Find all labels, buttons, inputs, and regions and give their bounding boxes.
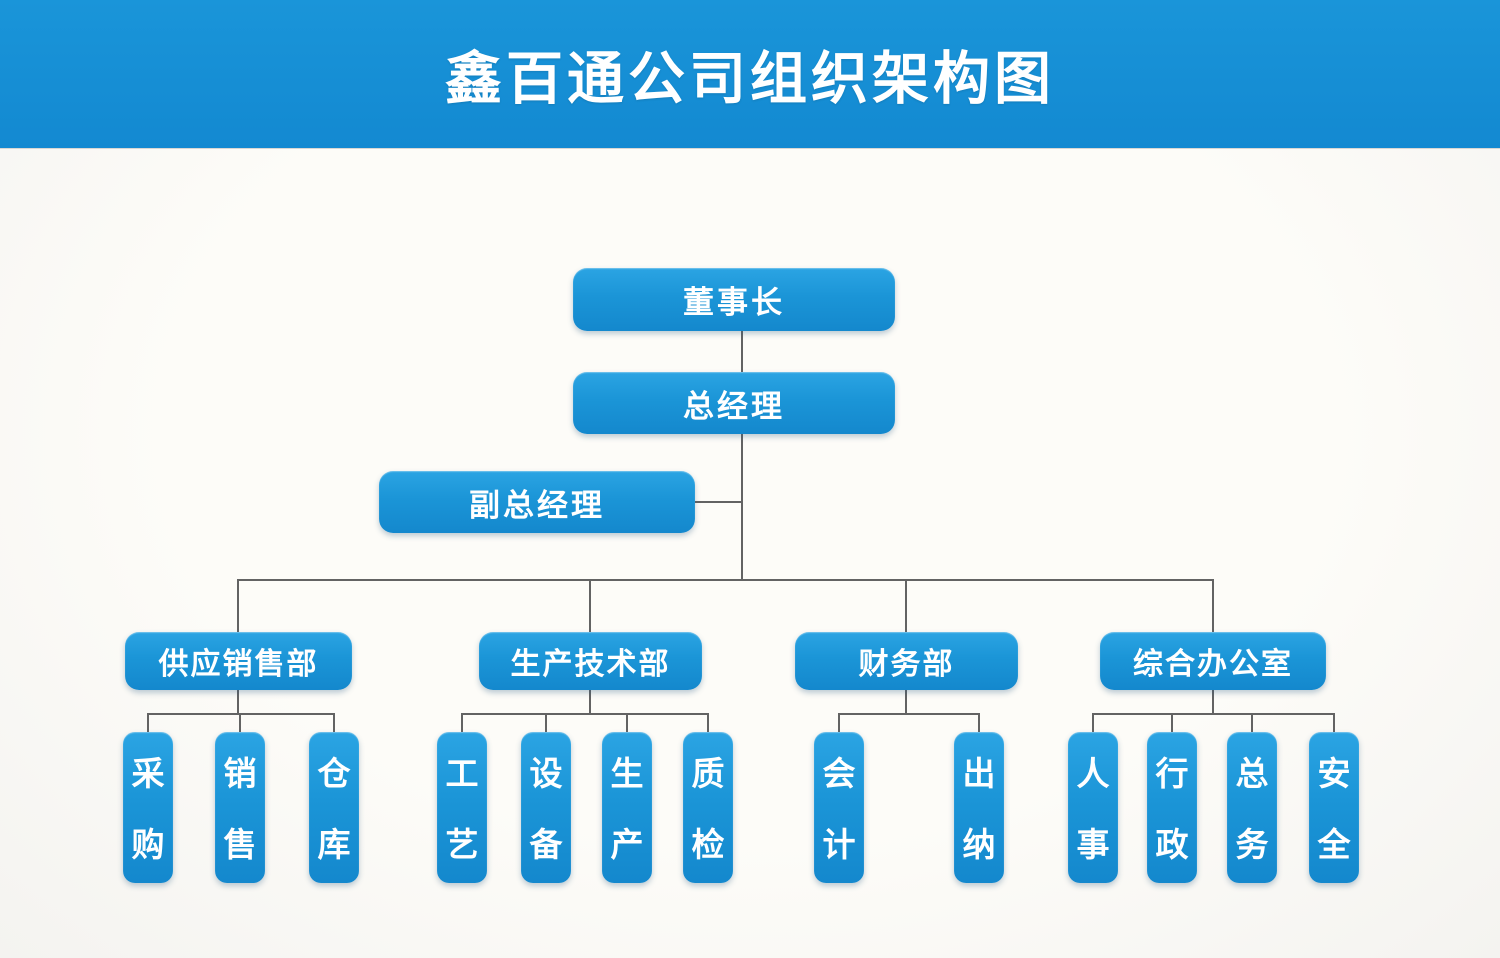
connector-line [1212, 579, 1214, 632]
connector-line [1251, 713, 1253, 732]
node-process: 工艺 [437, 732, 487, 883]
node-dept-production-tech: 生产技术部 [479, 632, 702, 690]
connector-line [978, 713, 980, 732]
connector-line [545, 713, 547, 732]
node-administration: 行政 [1147, 732, 1197, 883]
node-sales: 销售 [215, 732, 265, 883]
connector-line [1171, 713, 1173, 732]
node-deputy-general-manager: 副总经理 [379, 471, 695, 533]
node-production: 生产 [602, 732, 652, 883]
connector-line [838, 713, 980, 715]
connector-line [905, 690, 907, 714]
node-general-affairs: 总务 [1227, 732, 1277, 883]
connector-line [239, 713, 241, 732]
node-dept-general-office: 综合办公室 [1100, 632, 1326, 690]
node-procurement: 采购 [123, 732, 173, 883]
node-cashier: 出纳 [954, 732, 1004, 883]
node-hr: 人事 [1068, 732, 1118, 883]
node-dept-finance: 财务部 [795, 632, 1018, 690]
node-general-manager: 总经理 [573, 372, 895, 434]
node-quality-inspection: 质检 [683, 732, 733, 883]
connector-line [695, 501, 742, 503]
connector-line [333, 713, 335, 732]
node-chairman: 董事长 [573, 268, 895, 331]
connector-line [147, 713, 335, 715]
connector-line [1333, 713, 1335, 732]
connector-line [707, 713, 709, 732]
connector-line [1212, 690, 1214, 714]
page-title: 鑫百通公司组织架构图 [445, 47, 1055, 111]
node-safety: 安全 [1309, 732, 1359, 883]
connector-line [461, 713, 463, 732]
connector-line [238, 579, 1214, 581]
connector-line [237, 690, 239, 714]
node-equipment: 设备 [521, 732, 571, 883]
connector-line [905, 579, 907, 632]
node-accounting: 会计 [814, 732, 864, 883]
connector-line [147, 713, 149, 732]
connector-line [1092, 713, 1334, 715]
connector-line [589, 579, 591, 632]
connector-line [838, 713, 840, 732]
connector-line [626, 713, 628, 732]
connector-line [1092, 713, 1094, 732]
node-dept-supply-sales: 供应销售部 [125, 632, 352, 690]
connector-line [237, 579, 239, 632]
connector-line [741, 434, 743, 580]
title-banner: 鑫百通公司组织架构图 [0, 0, 1500, 148]
connector-line [461, 713, 709, 715]
connector-line [741, 331, 743, 373]
node-warehouse: 仓库 [309, 732, 359, 883]
connector-line [589, 690, 591, 714]
